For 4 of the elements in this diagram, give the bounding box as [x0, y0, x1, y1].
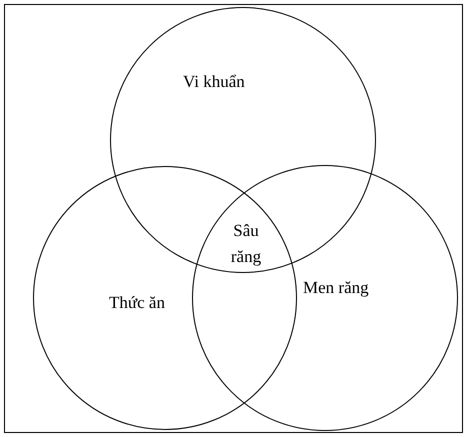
circle-label: Men răng — [303, 278, 369, 298]
overlap-label: Sâu răng — [230, 220, 262, 268]
circle-label: Thức ăn — [109, 293, 165, 313]
circle-label: Vi khuẩn — [183, 72, 245, 92]
